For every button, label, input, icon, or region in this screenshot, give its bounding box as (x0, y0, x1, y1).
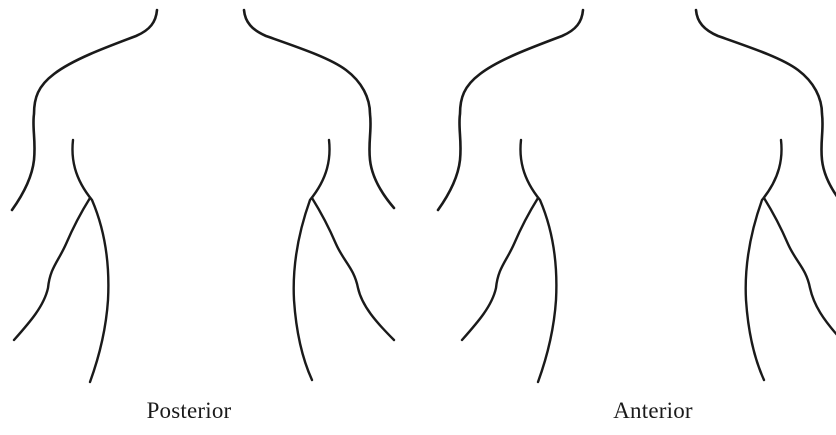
right-forearm-line (764, 198, 836, 336)
left-torso-side-line (520, 140, 556, 382)
posterior-caption: Posterior (147, 398, 232, 424)
anterior-caption: Anterior (613, 398, 693, 424)
left-neck-shoulder-line (438, 10, 583, 210)
right-torso-side-line (746, 140, 782, 380)
right-neck-shoulder-line (696, 10, 836, 208)
left-forearm-line (462, 198, 538, 340)
